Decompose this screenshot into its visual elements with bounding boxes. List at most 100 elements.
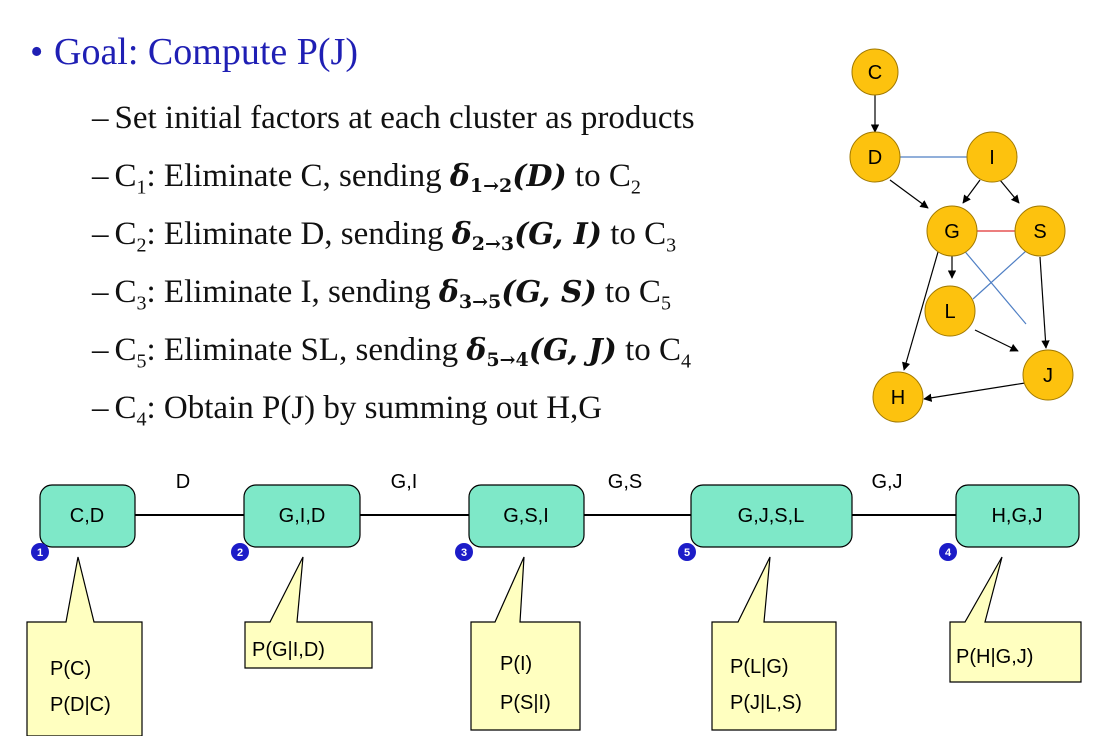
step-text: to C [601,216,667,252]
sepset-label: D [176,471,190,493]
svg-text:G: G [944,221,960,243]
cluster-name: C [114,390,137,426]
cluster-name: C [114,332,137,368]
sepset-label: G,I [391,471,418,493]
factor-callout-2: P(G|I,D) [244,556,373,669]
cluster-badge [455,543,473,561]
cluster-sub: 2 [136,234,147,257]
delta-message: δ1→2(D) [449,159,567,197]
svg-text:L: L [944,301,955,323]
step-6: –C4: Obtain P(J) by summing out H,G [92,390,602,432]
sepset-label: G,J [871,471,902,493]
cluster-sub: 5 [660,292,671,315]
clique-tree: D G,I G,S G,J P(C) P(D|C) P(G|I,D) P(I) … [26,471,1082,736]
step-text: to C [566,158,631,194]
step-4: –C3: Eliminate I, sending δ3→5(G, S) to … [92,274,671,316]
factor-text: P(G|I,D) [252,639,325,661]
step-text: : Obtain P(J) by summing out H,G [146,390,603,426]
moral-edge-G-J [961,247,1027,325]
edge-I-S [999,179,1020,204]
edge-S-J [1039,256,1050,349]
cluster-number: 5 [684,547,690,559]
delta-message: δ2→3(G, I) [451,217,602,255]
goal-text: Goal: Compute P(J) [54,31,358,73]
svg-text:S: S [1033,221,1046,243]
cluster-2: G,I,D 2 [231,484,361,561]
cluster-sub: 4 [136,408,147,431]
cluster-badge [231,543,249,561]
step-text: : Eliminate I, sending [146,274,439,310]
cluster-badge [939,543,957,561]
svg-text:D: D [868,147,882,169]
cluster-label: C,D [70,505,104,527]
edge-D-G [889,179,929,209]
step-text: : Eliminate C, sending [146,158,450,194]
moral-edge-L-S [972,250,1027,300]
cluster-label: G,I,D [279,505,326,527]
cluster-badge [678,543,696,561]
factor-callout-1: P(C) P(D|C) [26,556,143,736]
node-D: D [849,131,901,183]
cluster-number: 2 [237,547,243,559]
step-3: –C2: Eliminate D, sending δ2→3(G, I) to … [92,216,676,258]
factor-text: P(H|G,J) [956,646,1033,668]
dash: – [92,100,109,136]
goal-heading: •Goal: Compute P(J) [30,30,358,74]
cluster-4: H,G,J 4 [939,484,1080,561]
node-L: L [924,285,976,337]
cluster-label: G,J,S,L [738,505,805,527]
cluster-sub: 4 [681,350,692,373]
factor-callout-5: P(L|G) P(J|L,S) [711,556,837,731]
svg-text:J: J [1043,365,1053,387]
cluster-1: C,D 1 [31,484,136,561]
delta-message: δ5→4(G, J) [466,333,617,371]
factor-text: P(D|C) [50,694,111,716]
cluster-number: 4 [945,547,952,559]
node-H: H [872,371,924,423]
step-1: –Set initial factors at each cluster as … [92,100,695,137]
step-2: –C1: Eliminate C, sending δ1→2(D) to C2 [92,158,641,200]
factor-callout-3: P(I) P(S|I) [470,556,581,731]
node-J: J [1022,349,1074,401]
factor-callout-4: P(H|G,J) [949,556,1082,683]
node-S: S [1014,205,1066,257]
delta-message: δ3→5(G, S) [438,275,597,313]
cluster-number: 1 [37,547,43,559]
step-5: –C5: Eliminate SL, sending δ5→4(G, J) to… [92,332,691,374]
dash: – [92,332,109,368]
cluster-label: H,G,J [991,505,1042,527]
cluster-label: G,S,I [503,505,549,527]
step-text: : Eliminate D, sending [146,216,452,252]
factor-text: P(S|I) [500,692,551,714]
svg-text:C: C [868,62,882,84]
node-G: G [926,205,978,257]
svg-text:I: I [989,147,995,169]
dash: – [92,216,109,252]
factor-text: P(L|G) [730,656,789,678]
edge-I-G [962,179,981,204]
dash: – [92,274,109,310]
dash: – [92,158,109,194]
factor-text: P(J|L,S) [730,692,802,714]
factor-text: P(I) [500,653,532,675]
cluster-name: C [114,274,137,310]
step-text: to C [616,332,682,368]
bayes-network: C D I G S L J H [849,48,1074,423]
cluster-sub: 3 [136,292,147,315]
cluster-badge [31,543,49,561]
node-C: C [851,48,899,96]
edge-J-H [923,382,1026,402]
factor-text: P(C) [50,658,91,680]
edge-L-J [974,329,1019,352]
node-I: I [966,131,1018,183]
cluster-name: C [114,158,137,194]
cluster-number: 3 [461,547,467,559]
step-text: : Eliminate SL, sending [146,332,467,368]
sepset-label: G,S [608,471,642,493]
cluster-sub: 1 [136,176,147,199]
cluster-sub: 5 [136,350,147,373]
cluster-3: G,S,I 3 [455,484,585,561]
edge-G-H [902,251,939,371]
cluster-sub: 2 [630,176,641,199]
dash: – [92,390,109,426]
